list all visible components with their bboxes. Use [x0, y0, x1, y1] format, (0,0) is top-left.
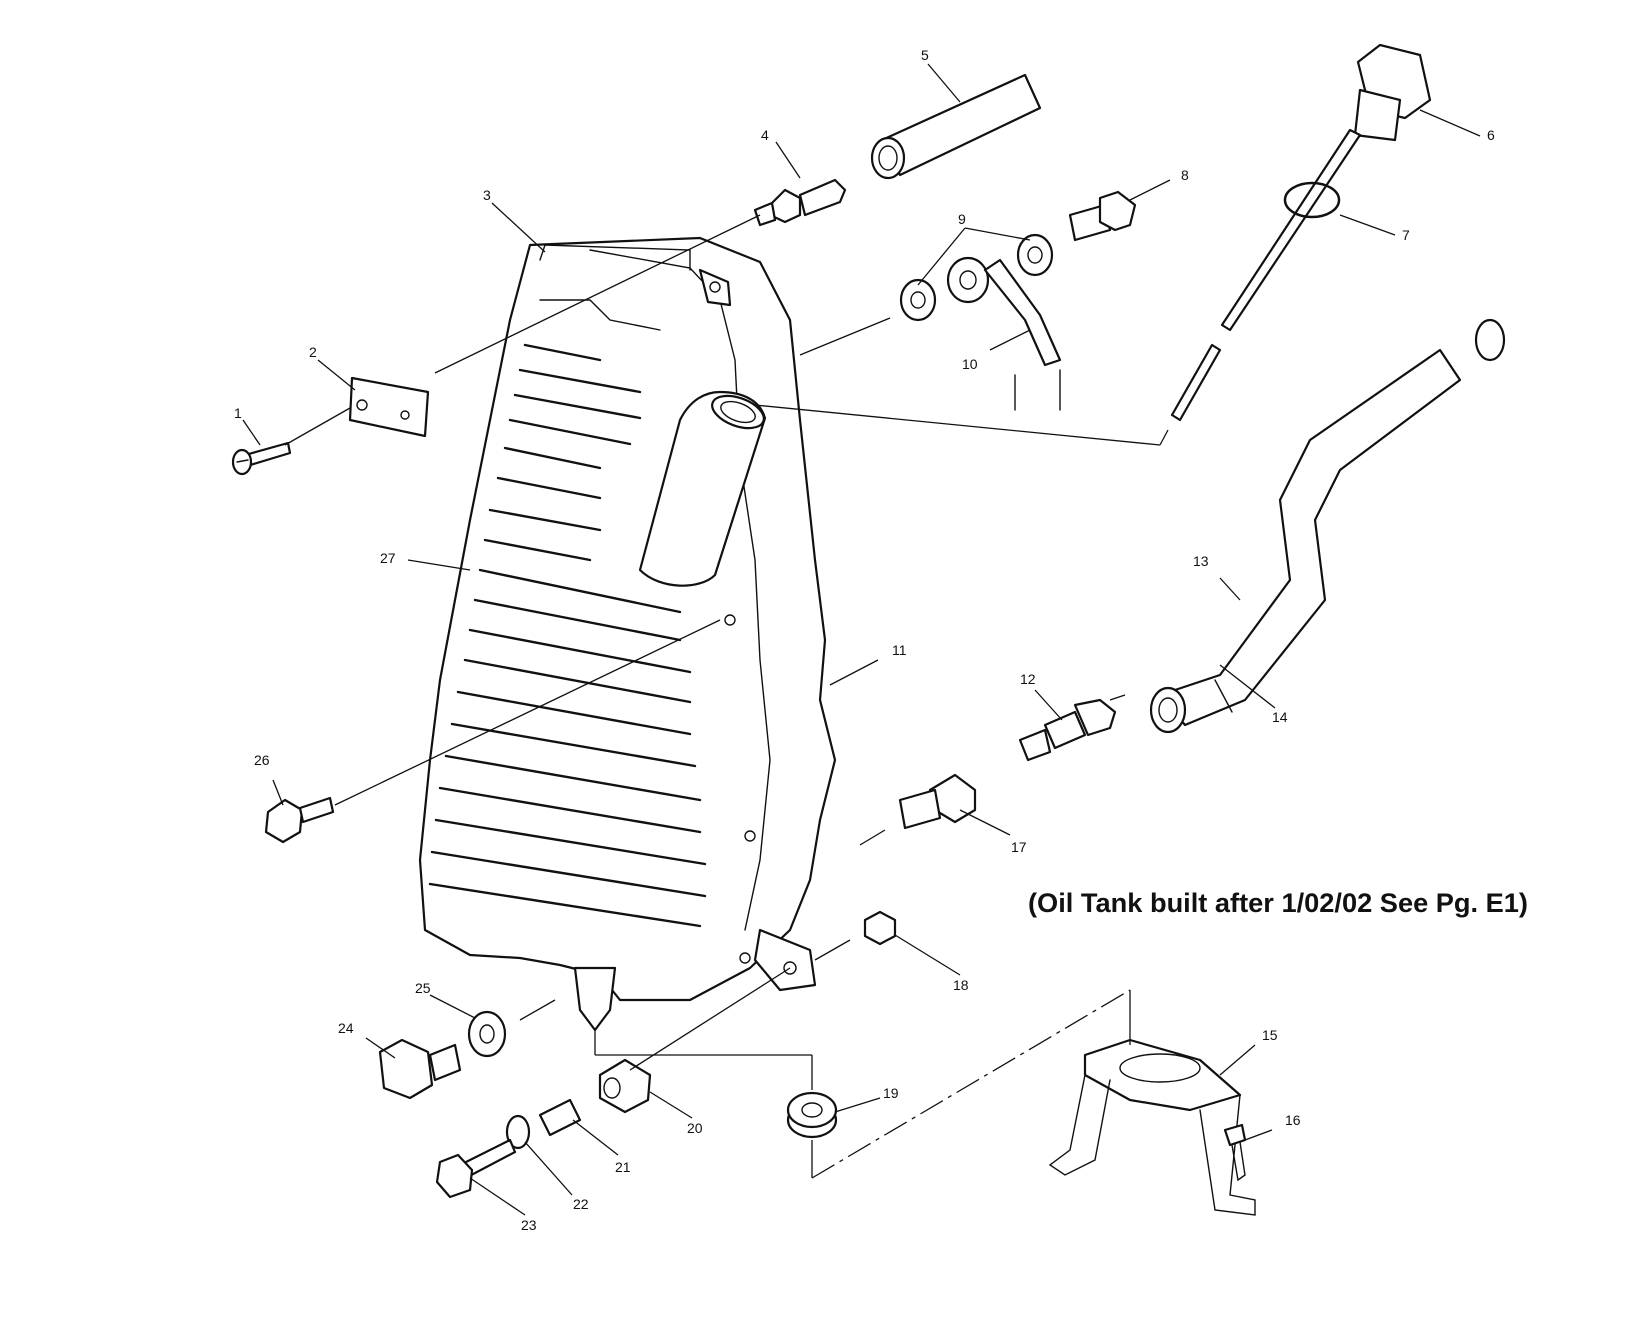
- callout-18: 18: [953, 977, 969, 993]
- dipstick-6: [1170, 43, 1432, 422]
- bushing-20: [598, 1058, 652, 1114]
- sleeve-21: [538, 1098, 582, 1137]
- alignment-lines: [284, 214, 1169, 1179]
- callout-17: 17: [1011, 839, 1027, 855]
- hose-5: [870, 73, 1042, 180]
- sensor-17: [898, 773, 977, 830]
- callout-6: 6: [1487, 127, 1495, 143]
- oil-tank: [418, 236, 837, 1032]
- leader-lines: [242, 63, 1481, 1216]
- callout-8: 8: [1181, 167, 1189, 183]
- bolt-23: [435, 1138, 517, 1199]
- washer-22: [505, 1114, 531, 1150]
- grommet-19: [786, 1091, 838, 1139]
- callout-15: 15: [1262, 1027, 1278, 1043]
- washers-9: [899, 233, 1054, 322]
- callout-3: 3: [483, 187, 491, 203]
- callout-20: 20: [687, 1120, 703, 1136]
- callout-24: 24: [338, 1020, 354, 1036]
- banjo-fitting-10: [946, 256, 1062, 411]
- screw-16: [1223, 1123, 1247, 1182]
- screw-1: [231, 441, 292, 476]
- bolt-24: [378, 1038, 462, 1100]
- callout-2: 2: [309, 344, 317, 360]
- callout-16: 16: [1285, 1112, 1301, 1128]
- plate-2: [348, 376, 430, 438]
- callout-26: 26: [254, 752, 270, 768]
- callout-7: 7: [1402, 227, 1410, 243]
- oil-tank-note: (Oil Tank built after 1/02/02 See Pg. E1…: [1028, 888, 1528, 918]
- callout-19: 19: [883, 1085, 899, 1101]
- plug-8: [1068, 190, 1137, 242]
- fitting-12: [1018, 698, 1117, 762]
- callout-9: 9: [958, 211, 966, 227]
- callout-10: 10: [962, 356, 978, 372]
- callout-27: 27: [380, 550, 396, 566]
- o-ring-7: [1283, 181, 1341, 219]
- callout-1: 1: [234, 405, 242, 421]
- callout-5: 5: [921, 47, 929, 63]
- oil-line-13: [1149, 318, 1506, 734]
- callout-14: 14: [1272, 709, 1288, 725]
- bracket-3: [539, 244, 691, 271]
- callout-21: 21: [615, 1159, 631, 1175]
- callout-23: 23: [521, 1217, 537, 1233]
- callout-11: 11: [892, 642, 907, 658]
- callout-4: 4: [761, 127, 769, 143]
- washer-25: [467, 1010, 507, 1058]
- callout-22: 22: [573, 1196, 589, 1212]
- washer-14: [1474, 318, 1506, 362]
- fitting-4: [753, 178, 847, 227]
- callout-12: 12: [1020, 671, 1036, 687]
- nut-18: [863, 910, 897, 946]
- bolt-26: [264, 796, 335, 844]
- strap-15: [1048, 1038, 1256, 1216]
- callout-numbers: 1 2 3 4 5 6 7 8 9 10 11 12 13 14 15 16 1…: [234, 47, 1495, 1233]
- callout-25: 25: [415, 980, 431, 996]
- callout-13: 13: [1193, 553, 1209, 569]
